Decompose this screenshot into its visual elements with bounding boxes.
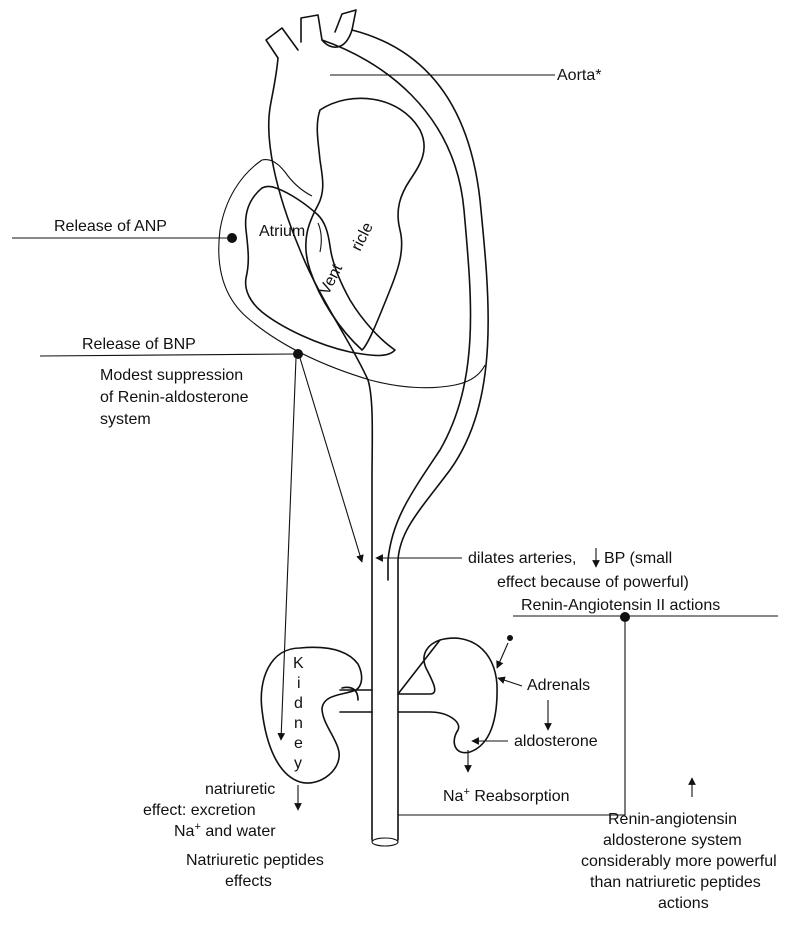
kidney-letter: K: [293, 655, 304, 672]
kidney-letter: i: [297, 675, 301, 692]
modest-suppression-line2: of Renin-aldosterone: [100, 389, 249, 406]
raas-line4: than natriuretic peptides: [590, 874, 761, 891]
bnp-leader-line: [40, 354, 296, 356]
right-kidney-shape: [398, 638, 497, 753]
adrenals-label: Adrenals: [527, 677, 590, 694]
release-anp-label: Release of ANP: [54, 218, 167, 235]
dilates-line3: effect because of powerful): [497, 574, 689, 591]
dilates-line2: BP (small: [604, 550, 672, 567]
natriuretic-line1: natriuretic: [205, 781, 275, 798]
kidney-letter: d: [294, 695, 303, 712]
kidney-shape: [261, 647, 361, 783]
atrium-label: Atrium: [259, 223, 305, 240]
left-renal-vessel: [340, 687, 372, 712]
vessel-left: [266, 28, 298, 58]
aldosterone-label: aldosterone: [514, 733, 598, 750]
renin-return-line: [398, 617, 625, 815]
small-dot-arrow: [497, 643, 508, 668]
vessel-middle: [301, 15, 322, 42]
aorta-arch-inner: [322, 30, 471, 580]
small-dot: [507, 635, 513, 641]
kidney-label: K i d n e y: [293, 655, 304, 772]
bnp-release-dot: [293, 349, 303, 359]
natriuretic-line3: Na+ and water: [174, 821, 276, 840]
raas-line2: aldosterone system: [603, 832, 742, 849]
ventricle-label-a: Vent: [316, 261, 346, 298]
np-effects-line1: Natriuretic peptides: [186, 852, 324, 869]
vessel-right: [335, 10, 356, 32]
arrow-to-kidney: [281, 358, 296, 740]
raas-line1: Renin-angiotensin: [608, 811, 737, 828]
na-reabsorption-label: Na+ Reabsorption: [443, 786, 570, 805]
modest-suppression-line3: system: [100, 411, 151, 428]
kidney-letter: y: [294, 755, 302, 772]
modest-suppression-line1: Modest suppression: [100, 367, 243, 384]
raas-line3: considerably more powerful: [581, 853, 777, 870]
raas-line5: actions: [658, 895, 709, 912]
ventricle-label-b: ricle: [348, 220, 377, 254]
release-bnp-label: Release of BNP: [82, 336, 196, 353]
natriuretic-line2: effect: excretion: [143, 802, 256, 819]
atrium-outline-top: [262, 160, 312, 196]
np-effects-line2: effects: [225, 873, 272, 890]
anp-release-dot: [227, 233, 237, 243]
atrium-chamber: [246, 187, 395, 356]
heart-outer-outline: [269, 58, 373, 840]
renin-ang-actions-label: Renin-Angiotensin II actions: [521, 597, 720, 614]
kidney-letter: n: [294, 715, 303, 732]
dilates-line1: dilates arteries,: [468, 550, 577, 567]
aorta-bottom-opening: [372, 838, 398, 846]
aorta-label: Aorta*: [557, 67, 601, 84]
kidney-letter: e: [294, 735, 303, 752]
valve-line: [318, 223, 321, 252]
arrow-to-artery: [300, 358, 362, 562]
adrenals-arrow: [498, 678, 522, 686]
atrium-outer-outline: [219, 160, 485, 388]
